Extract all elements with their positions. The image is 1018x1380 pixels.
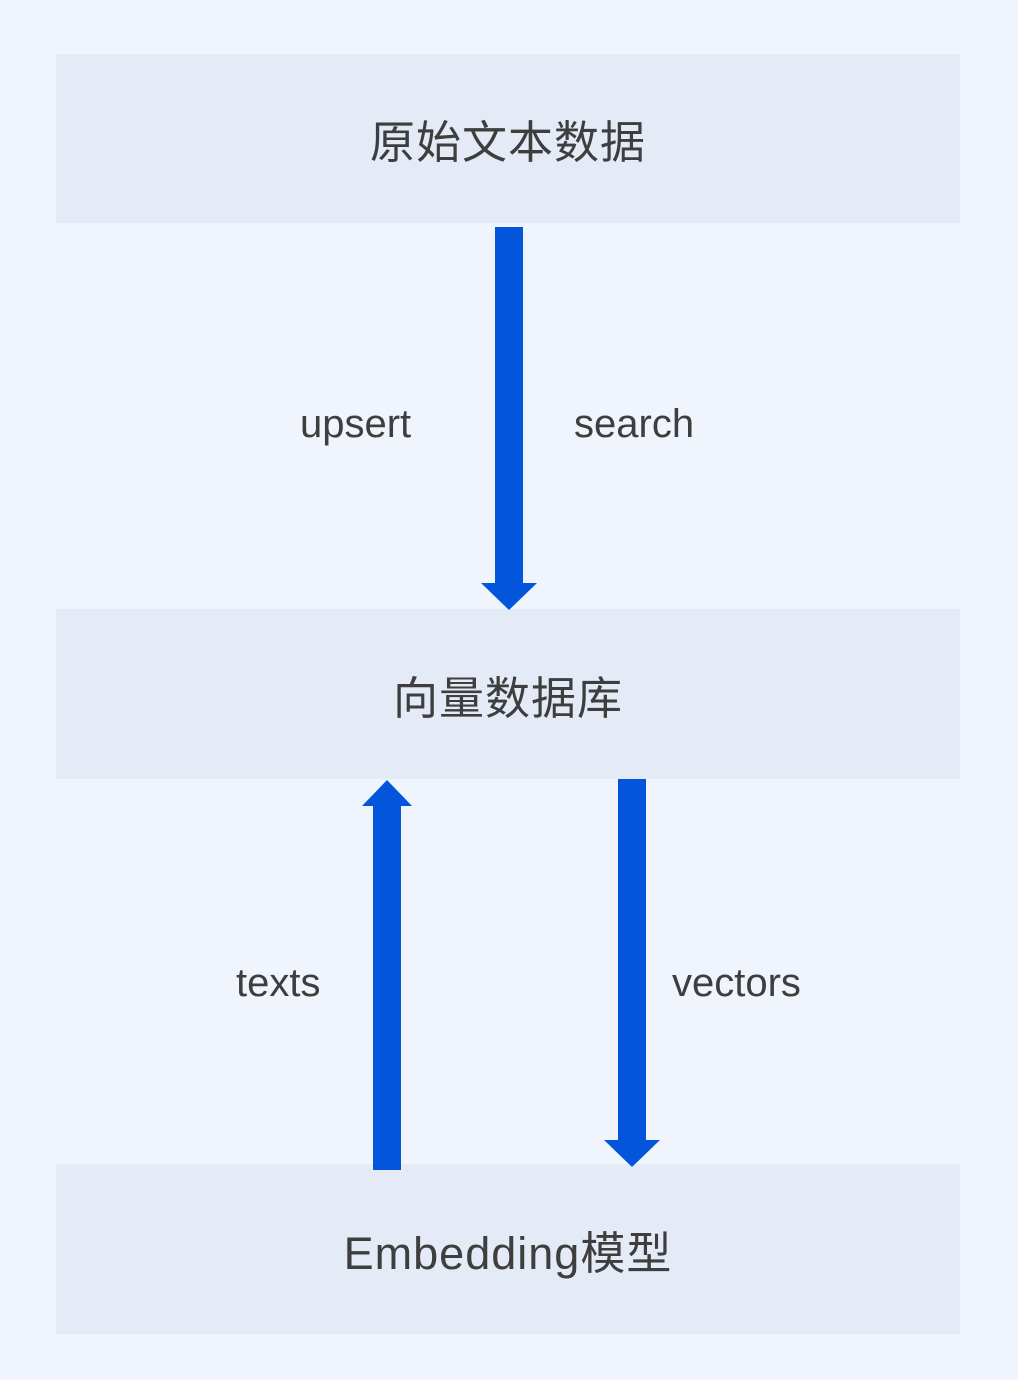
arrow-down-icon (604, 779, 660, 1167)
node-vector-database-label: 向量数据库 (392, 672, 623, 724)
node-embedding-model: Embedding模型 (56, 1164, 960, 1334)
edge-label-vectors: vectors (672, 961, 801, 1005)
edge-label-search: search (574, 402, 695, 446)
arrow-shaft (373, 806, 401, 1170)
arrow-down-icon (481, 227, 537, 610)
arrowhead-up-icon (362, 780, 412, 806)
arrowhead-down-icon (604, 1140, 660, 1167)
node-vector-database: 向量数据库 (56, 609, 960, 779)
edge-label-upsert: upsert (300, 402, 412, 446)
arrowhead-down-icon (481, 583, 537, 610)
arrow-shaft (618, 779, 646, 1140)
node-embedding-model-label: Embedding模型 (343, 1227, 673, 1279)
edge-label-texts: texts (236, 961, 321, 1005)
arrow-up-icon (362, 780, 412, 1170)
arrow-shaft (495, 227, 523, 583)
node-raw-text-data: 原始文本数据 (56, 54, 960, 223)
node-raw-text-data-label: 原始文本数据 (369, 117, 646, 168)
